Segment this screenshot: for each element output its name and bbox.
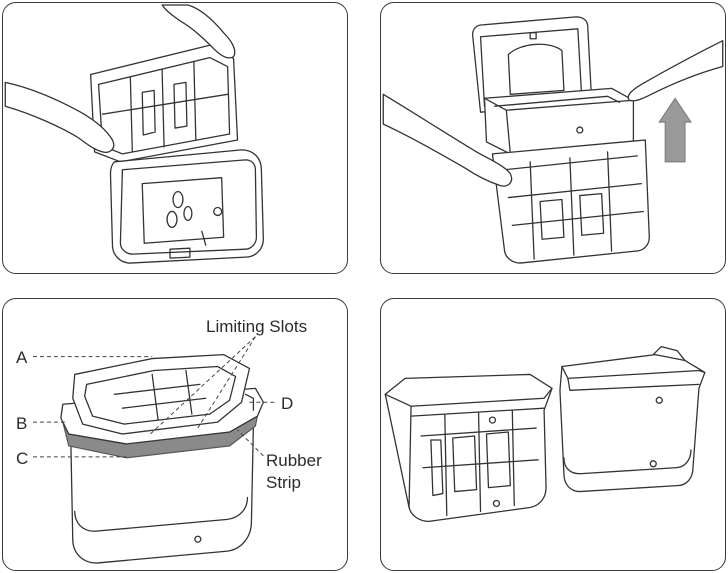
label-rubber-strip-line2: Strip — [266, 474, 301, 491]
label-d: D — [281, 395, 293, 412]
label-c: C — [16, 450, 28, 467]
label-a: A — [16, 349, 27, 366]
basket-frame — [385, 374, 552, 521]
label-limiting-slots: Limiting Slots — [206, 318, 307, 335]
up-arrow-icon — [659, 98, 691, 162]
lid — [110, 150, 263, 263]
illustration-lift-out — [381, 3, 725, 273]
hand-icon — [628, 41, 723, 101]
illustration-open-lid — [3, 3, 347, 273]
step-panel-2-lift-out — [380, 2, 726, 274]
illustration-separated — [381, 299, 725, 570]
step-panel-3-parts-diagram: A B C D Limiting Slots Rubber Strip — [2, 298, 348, 571]
inner-bin — [560, 347, 705, 492]
illustration-parts — [3, 299, 347, 570]
label-rubber-strip-line1: Rubber — [266, 452, 322, 469]
label-b: B — [16, 415, 27, 432]
step-panel-1-open-lid — [2, 2, 348, 274]
basket-frame — [492, 140, 649, 263]
step-panel-4-separated — [380, 298, 726, 571]
